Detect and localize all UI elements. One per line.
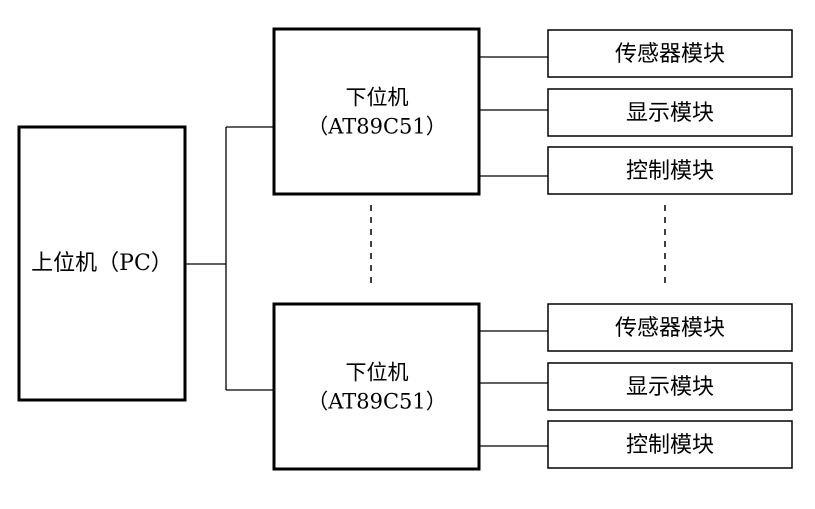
slave-1-modules: 传感器模块 显示模块 控制模块 — [547, 29, 793, 195]
slave-1-module-2-label: 显示模块 — [626, 101, 714, 126]
slave-1-title: 下位机 — [346, 86, 409, 110]
slave-1-module-2-box — [547, 88, 793, 137]
slave-2-module-3-box — [547, 420, 793, 469]
slave-1-box — [272, 27, 481, 196]
slave-2-module-1-box — [547, 303, 793, 352]
slave-1-module-1-label: 传感器模块 — [615, 42, 725, 67]
slave-1-module-connectors — [479, 56, 548, 177]
slave-1-module-1-box — [547, 29, 793, 78]
host-box — [17, 125, 187, 402]
slave-2-module-2-box — [547, 362, 793, 411]
host-node: 上位机（PC） — [17, 125, 187, 402]
slave-node-2: 下位机 （AT89C51） — [272, 302, 481, 471]
slave-2-title: 下位机 — [346, 361, 409, 385]
slave-1-module-3-box — [547, 146, 793, 195]
slave-2-module-connectors — [479, 330, 548, 447]
slave-1-subtitle: （AT89C51） — [307, 115, 447, 139]
slave-2-module-3-label: 控制模块 — [626, 433, 714, 458]
slave-2-modules: 传感器模块 显示模块 控制模块 — [547, 303, 793, 469]
host-bus-connector — [185, 126, 275, 391]
slave-2-module-2-label: 显示模块 — [626, 375, 714, 400]
slave-2-box — [272, 302, 481, 471]
slave-2-subtitle: （AT89C51） — [307, 390, 447, 414]
slave-1-module-3-label: 控制模块 — [626, 159, 714, 184]
continuation-indicators — [370, 205, 666, 285]
host-label: 上位机（PC） — [31, 251, 173, 276]
slave-2-module-1-label: 传感器模块 — [615, 316, 725, 341]
slave-node-1: 下位机 （AT89C51） — [272, 27, 481, 196]
